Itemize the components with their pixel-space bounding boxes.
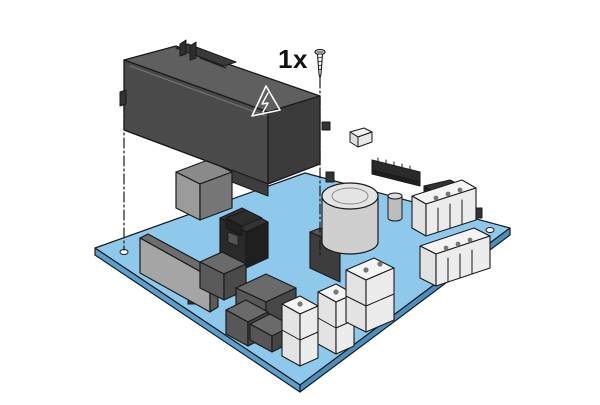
black-connector xyxy=(225,209,263,237)
high-voltage-warning-icon xyxy=(251,85,281,117)
terminal-block-front-3 xyxy=(345,257,395,333)
mounting-hole xyxy=(485,227,495,233)
terminal-block-right-back xyxy=(411,179,477,237)
grey-transformer xyxy=(175,159,233,221)
cover-side-face xyxy=(267,95,321,185)
electrolytic-capacitor xyxy=(321,182,379,255)
terminal-block-front-1 xyxy=(281,295,319,367)
screw-quantity-label: 1x xyxy=(278,44,308,74)
ic-chip xyxy=(371,157,421,187)
small-connector xyxy=(349,127,373,148)
screw-icon xyxy=(314,48,326,79)
terminal-block-right-front xyxy=(419,227,491,287)
small-capacitor xyxy=(387,192,403,222)
display-module xyxy=(139,233,219,313)
protective-cover xyxy=(119,39,321,197)
